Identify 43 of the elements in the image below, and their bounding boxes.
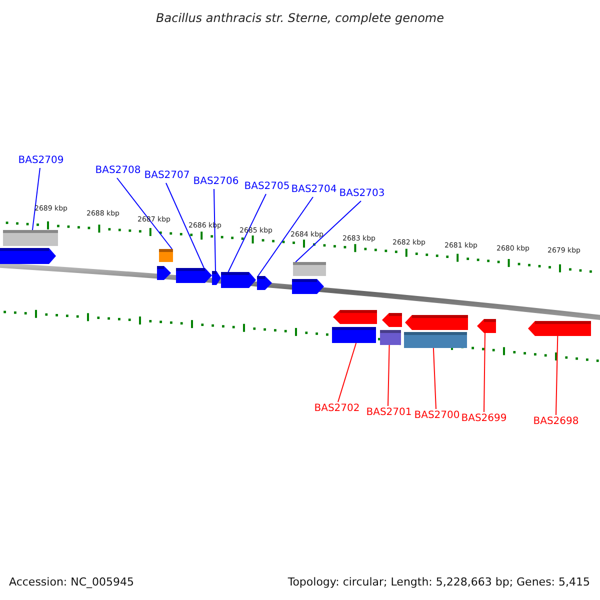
gene-feature bbox=[477, 319, 496, 333]
gene-label: BAS2709 bbox=[18, 156, 64, 166]
gene-label: BAS2703 bbox=[339, 189, 385, 199]
gene-feature bbox=[333, 310, 377, 324]
gene-label: BAS2706 bbox=[193, 177, 239, 187]
gene-feature bbox=[157, 266, 171, 280]
gene-feature bbox=[293, 262, 326, 276]
gene-label: BAS2708 bbox=[95, 166, 141, 176]
gene-label: BAS2698 bbox=[533, 417, 579, 427]
leader-line bbox=[258, 196, 314, 276]
gene-feature bbox=[257, 276, 272, 290]
gene-label: BAS2704 bbox=[291, 185, 337, 195]
gene-feature bbox=[159, 249, 173, 262]
gene-label: BAS2702 bbox=[314, 404, 360, 414]
leader-line bbox=[484, 332, 486, 412]
gene-feature bbox=[0, 248, 56, 264]
leader-line bbox=[214, 188, 216, 272]
gene-feature bbox=[405, 315, 468, 330]
leader-line bbox=[116, 178, 172, 250]
gene-label: BAS2699 bbox=[461, 414, 507, 424]
leader-line bbox=[295, 200, 362, 262]
leader-line bbox=[556, 336, 558, 416]
leader-line bbox=[338, 342, 357, 402]
leader-line bbox=[388, 344, 390, 406]
gene-label: BAS2700 bbox=[414, 411, 460, 421]
gene-label: BAS2705 bbox=[244, 182, 290, 192]
gene-feature bbox=[382, 313, 402, 327]
gene-feature bbox=[3, 230, 58, 246]
leader-line bbox=[228, 194, 266, 272]
gene-feature bbox=[404, 332, 467, 348]
gene-feature bbox=[212, 271, 221, 285]
gene-feature bbox=[332, 327, 376, 343]
gene-feature bbox=[380, 330, 401, 345]
gene-feature bbox=[528, 321, 591, 336]
gene-feature bbox=[292, 279, 324, 294]
gene-label: BAS2707 bbox=[144, 171, 190, 181]
footer-text: Topology: circular; Length: 5,228,663 bp; Genes: 5,415 bbox=[288, 576, 590, 588]
gene-label: BAS2701 bbox=[366, 408, 412, 418]
footer-text: Accession: NC_005945 bbox=[9, 576, 134, 588]
leader-line bbox=[32, 168, 40, 230]
leader-line bbox=[432, 348, 436, 410]
leader-line bbox=[166, 182, 204, 268]
diagram-title: Bacillus anthracis str. Sterne, complete genome bbox=[156, 12, 444, 24]
